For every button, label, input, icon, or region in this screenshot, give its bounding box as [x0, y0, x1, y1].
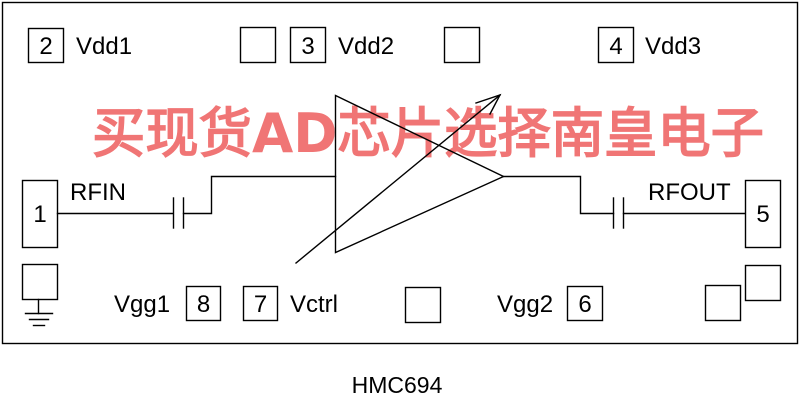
- pin-rfin: 1 RFIN: [21, 179, 126, 249]
- pad-box: [597, 26, 635, 64]
- unused-pad: [744, 264, 782, 302]
- pin-label: RFIN: [70, 179, 126, 206]
- variable-gain-arrow-icon: [295, 93, 502, 264]
- pad-box: [744, 179, 782, 249]
- pin-rfout: 5 RFOUT: [648, 179, 782, 249]
- unused-pad: [239, 26, 277, 64]
- pin-label: Vdd1: [76, 33, 132, 60]
- unused-pad: [704, 284, 742, 322]
- pad-box: [566, 285, 604, 322]
- pin-vdd3: 4 Vdd3: [597, 26, 701, 64]
- unused-pad: [443, 26, 481, 64]
- pin-vgg2: Vgg2 6: [497, 285, 604, 322]
- pad-box: [21, 179, 59, 249]
- watermark-text: 买现货AD芯片选择南皇电子: [92, 102, 764, 165]
- amplifier-symbol: [334, 94, 506, 254]
- pin-vdd2: 3 Vdd2: [289, 26, 394, 64]
- pin-label: Vgg1: [114, 291, 170, 318]
- pin-label: Vdd2: [338, 33, 394, 60]
- ground-symbol-icon: [24, 298, 54, 327]
- input-wire-to-amp: [182, 175, 337, 215]
- pin-number: 4: [609, 33, 622, 60]
- ground-pad: [21, 263, 59, 301]
- arrow-shaft: [295, 94, 501, 264]
- pad-box: [185, 285, 222, 322]
- pin-vctrl: 7 Vctrl: [242, 285, 338, 322]
- pin-label: Vgg2: [497, 291, 553, 318]
- output-capacitor-icon: [612, 197, 625, 229]
- pin-vgg1: Vgg1 8: [114, 285, 222, 322]
- pad-box: [27, 27, 65, 64]
- pin-number: 3: [301, 33, 314, 60]
- package-outline: [1, 1, 799, 345]
- pin-vdd1: 2 Vdd1: [27, 27, 132, 64]
- pin-number: 2: [39, 33, 52, 60]
- pin-number: 7: [254, 291, 267, 318]
- part-number-caption: HMC694: [352, 372, 443, 398]
- input-capacitor-icon: [172, 197, 185, 229]
- arrow-head: [475, 93, 502, 115]
- output-wire: [502, 175, 615, 215]
- pin-number: 1: [33, 201, 46, 228]
- pin-label: Vctrl: [290, 291, 338, 318]
- pin-label: Vdd3: [645, 33, 701, 60]
- unused-pad: [404, 286, 442, 324]
- pad-box: [242, 285, 279, 322]
- pin-number: 5: [756, 201, 769, 228]
- pin-number: 8: [197, 291, 210, 318]
- pin-label: RFOUT: [648, 179, 731, 206]
- pad-box: [289, 26, 327, 64]
- pin-number: 6: [578, 291, 591, 318]
